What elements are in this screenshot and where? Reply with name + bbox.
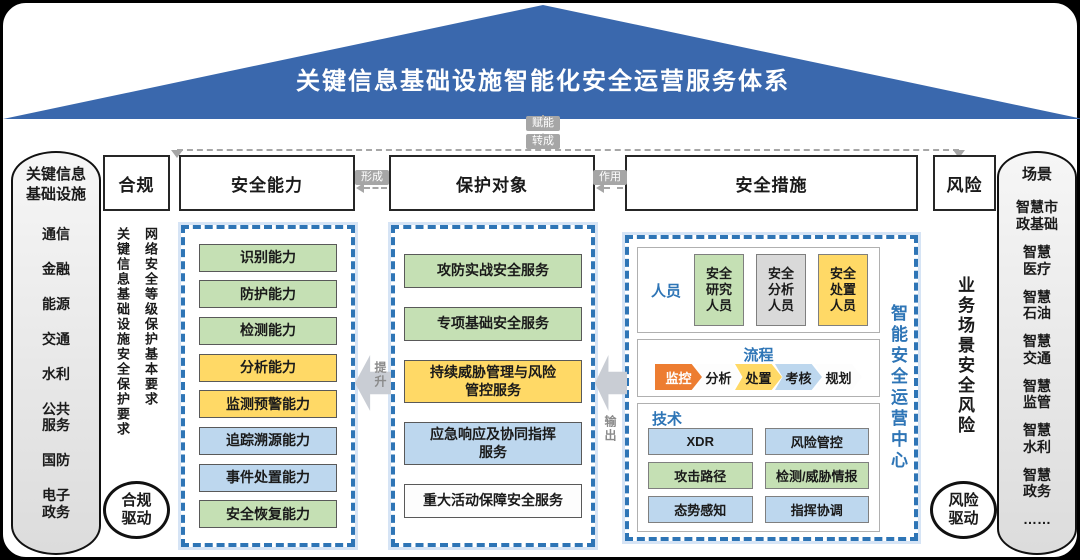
process-steps: 监控 分析 处置 考核 规划	[638, 364, 879, 390]
arrow-down-icon	[953, 150, 965, 158]
pillar-item: ……	[1023, 511, 1051, 528]
pillar-item: 通信	[42, 226, 70, 243]
pillar-scenarios: 场景 智慧市 政基础 智慧 医疗 智慧 石油 智慧 交通 智慧 监管 智慧 水利…	[997, 151, 1077, 555]
technology-cell: 攻击路径	[648, 462, 753, 489]
pillar-item: 电子 政务	[42, 487, 70, 521]
capability-item: 安全恢复能力	[199, 500, 337, 529]
connector-label-empower: 赋能	[526, 116, 560, 131]
pillar-item: 智慧 医疗	[1023, 243, 1051, 277]
protection-item: 应急响应及协同指挥 服务	[404, 422, 582, 465]
compliance-doc: 关键信息基础设施安全保护要求	[115, 227, 130, 437]
process-step: 规划	[815, 364, 862, 390]
pillar-item: 金融	[42, 261, 70, 278]
pillar-item: 智慧 石油	[1023, 288, 1051, 322]
capability-item: 防护能力	[199, 280, 337, 309]
pillar-item: 能源	[42, 295, 70, 312]
technology-cell: 态势感知	[648, 496, 753, 523]
pillar-item-list: 智慧市 政基础 智慧 医疗 智慧 石油 智慧 交通 智慧 监管 智慧 水利 智慧…	[1001, 189, 1073, 540]
header-compliance: 合规	[103, 155, 170, 211]
pillar-item: 公共 服务	[42, 400, 70, 434]
header-measures: 安全措施	[625, 155, 918, 211]
arrow-label-improve: 提升	[373, 361, 387, 389]
compliance-driver-ellipse: 合规 驱动	[103, 481, 170, 539]
role-box: 安全 处置 人员	[818, 254, 868, 326]
header-capability: 安全能力	[179, 155, 355, 211]
technology-grid: XDR 风险管控 攻击路径 检测/威胁情报 态势感知 指挥协调	[648, 428, 869, 523]
connector-label-apply: 作用	[593, 170, 627, 185]
pillar-item: 交通	[42, 330, 70, 347]
process-step: 处置	[735, 364, 782, 390]
protection-panel: 攻防实战安全服务 专项基础安全服务 持续威胁管理与风险 管控服务 应急响应及协同…	[391, 225, 595, 547]
dashed-connector-vertical	[542, 115, 544, 149]
technology-cell: 检测/威胁情报	[764, 462, 869, 489]
pillar-item: 智慧 监管	[1023, 377, 1051, 411]
measures-panel: 智能安全运营中心 人员 安全 研究 人员 安全 分析 人员 安全 处置 人员 流…	[625, 235, 918, 541]
header-protection: 保护对象	[389, 155, 595, 211]
compliance-documents: 关键信息基础设施安全保护要求 网络安全等级保护基本要求	[103, 227, 170, 477]
risk-text: 业务场景安全风险	[955, 275, 974, 436]
pillar-item-list: 通信 金融 能源 交通 水利 公共 服务 国防 电子 政务	[15, 208, 97, 539]
pillar-item: 国防	[42, 452, 70, 469]
technology-label: 技术	[652, 411, 683, 428]
role-box: 安全 分析 人员	[756, 254, 806, 326]
protection-item: 专项基础安全服务	[404, 307, 582, 341]
compliance-doc: 网络安全等级保护基本要求	[143, 227, 158, 407]
personnel-roles: 安全 研究 人员 安全 分析 人员 安全 处置 人员	[694, 254, 868, 326]
arrow-left-icon	[356, 183, 364, 193]
intelligent-soc-label: 智能安全运营中心	[888, 304, 907, 472]
pillar-item: 水利	[42, 365, 70, 382]
technology-cell: 风险管控	[764, 428, 869, 455]
connector-label-convert: 转成	[526, 134, 560, 149]
risk-driver-ellipse: 风险 驱动	[930, 481, 997, 539]
technology-cell: 指挥协调	[764, 496, 869, 523]
process-label: 流程	[743, 347, 774, 364]
dashed-connector-horizontal	[177, 149, 959, 151]
capability-item: 分析能力	[199, 353, 337, 382]
capability-item: 识别能力	[199, 243, 337, 272]
process-step: 考核	[775, 364, 822, 390]
diagram-title: 关键信息基础设施智能化安全运营服务体系	[296, 68, 790, 95]
arrow-left-icon	[596, 183, 604, 193]
connector-label-form: 形成	[355, 170, 389, 185]
pillar-title: 场景	[1021, 166, 1052, 183]
pillar-critical-infrastructure: 关键信息 基础设施 通信 金融 能源 交通 水利 公共 服务 国防 电子 政务	[11, 151, 101, 555]
header-risk: 风险	[933, 155, 996, 211]
capability-item: 监测预警能力	[199, 390, 337, 419]
capability-panel: 识别能力 防护能力 检测能力 分析能力 监测预警能力 追踪溯源能力 事件处置能力…	[181, 225, 355, 547]
pillar-item: 智慧 水利	[1023, 422, 1051, 455]
pillar-item: 智慧 政务	[1023, 466, 1051, 500]
dashed-connector	[364, 187, 387, 189]
technology-cell: XDR	[648, 428, 753, 455]
process-step: 监控	[655, 364, 702, 390]
arrow-label-output: 输出	[603, 415, 617, 443]
personnel-label: 人员	[650, 282, 681, 300]
pillar-title: 关键信息 基础设施	[25, 166, 86, 203]
pillar-item: 智慧 交通	[1023, 333, 1051, 366]
big-arrow-left-icon	[595, 355, 627, 411]
process-section: 流程 监控 分析 处置 考核 规划	[637, 339, 880, 397]
personnel-section: 人员 安全 研究 人员 安全 分析 人员 安全 处置 人员	[637, 247, 880, 333]
dashed-connector	[604, 187, 623, 189]
role-box: 安全 研究 人员	[694, 254, 744, 326]
arrow-down-icon	[171, 150, 183, 158]
pillar-item: 智慧市 政基础	[1016, 199, 1058, 233]
capability-item: 检测能力	[199, 316, 337, 345]
protection-item: 攻防实战安全服务	[404, 254, 582, 288]
process-step: 分析	[695, 364, 742, 390]
capability-item: 事件处置能力	[199, 463, 337, 492]
protection-item: 重大活动保障安全服务	[404, 484, 582, 518]
technology-section: 技术 XDR 风险管控 攻击路径 检测/威胁情报 态势感知 指挥协调	[637, 403, 880, 532]
capability-item: 追踪溯源能力	[199, 426, 337, 455]
protection-item: 持续威胁管理与风险 管控服务	[404, 360, 582, 403]
